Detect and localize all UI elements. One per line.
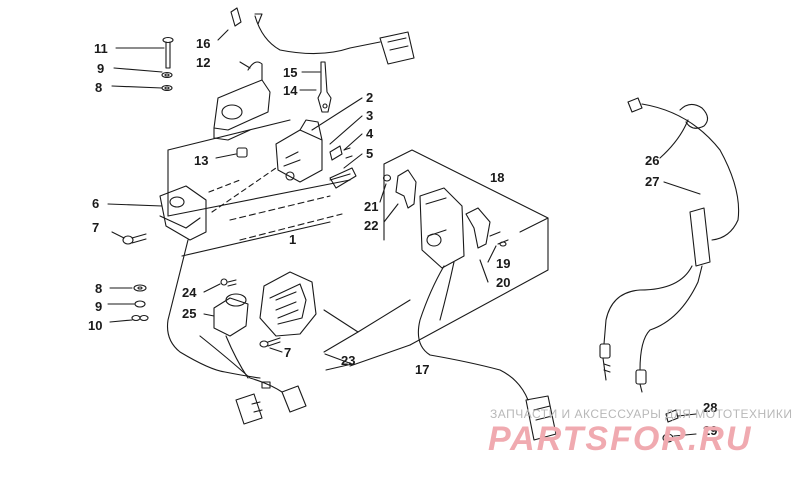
washer-8 [161,84,173,92]
clip-28 [665,409,679,423]
callout-14: 14 [283,83,298,98]
callout-9: 9 [97,61,104,76]
callout-18: 18 [490,170,504,185]
spring-3 [329,145,343,161]
wire-harness-16 [230,7,415,65]
callout-24: 24 [182,285,197,300]
callout-28: 28 [703,400,717,415]
washer-9 [161,71,173,79]
washers-8-9-10 [131,284,149,322]
callout-21: 21 [364,199,378,214]
callout-22: 22 [364,218,378,233]
callout-1: 1 [289,232,296,247]
callout-3: 3 [366,108,373,123]
bracket-12 [213,61,271,141]
callout-10: 10 [88,318,102,333]
callout-labels: 1 2 3 4 5 6 7 8 9 10 11 12 13 14 15 16 1… [88,36,717,438]
screw-7-top [122,233,147,245]
connector-pair [199,335,307,425]
cap-25 [213,293,249,379]
callout-23: 23 [341,353,355,368]
callout-29: 29 [703,423,717,438]
callout-16: 16 [196,36,210,51]
watermark-tagline: ЗАПЧАСТИ И АКСЕССУАРЫ ДЛЯ МОТОТЕХНИКИ [490,407,792,421]
callout-13: 13 [194,153,208,168]
callout-11: 11 [94,41,108,56]
callout-20: 20 [496,275,510,290]
callout-7: 7 [92,220,99,235]
oring-29 [662,433,674,443]
switch-2 [275,119,323,183]
callout-9-lower: 9 [95,299,102,314]
sensor-cable-26-27 [599,97,740,393]
key-14-15 [317,61,332,113]
part-22 [395,169,417,209]
callout-19: 19 [496,256,510,271]
housing-6 [159,185,261,379]
callout-17: 17 [415,362,429,377]
wire-17 [417,261,557,441]
callout-2: 2 [366,90,373,105]
callout-25: 25 [182,306,196,321]
pin-13 [236,147,248,158]
callout-26: 26 [645,153,659,168]
part-21 [382,174,392,182]
watermark-logo: PARTSFOR.RU [488,420,752,458]
callout-4: 4 [366,126,374,141]
callout-6: 6 [92,196,99,211]
callout-27: 27 [645,174,659,189]
callout-8-lower: 8 [95,281,102,296]
bolt-11 [162,36,174,69]
lever-housing-18 [419,187,509,269]
throttle-housing-23 [259,271,317,337]
callout-5: 5 [366,146,373,161]
screw-7-lower [259,337,281,348]
watermark: ЗАПЧАСТИ И АКСЕССУАРЫ ДЛЯ МОТОТЕХНИКИ PA… [488,407,792,458]
callout-15: 15 [283,65,297,80]
plate-5 [329,167,357,189]
callout-7-lower: 7 [284,345,291,360]
callout-8: 8 [95,80,102,95]
screw-24 [227,279,237,287]
callout-12: 12 [196,55,210,70]
